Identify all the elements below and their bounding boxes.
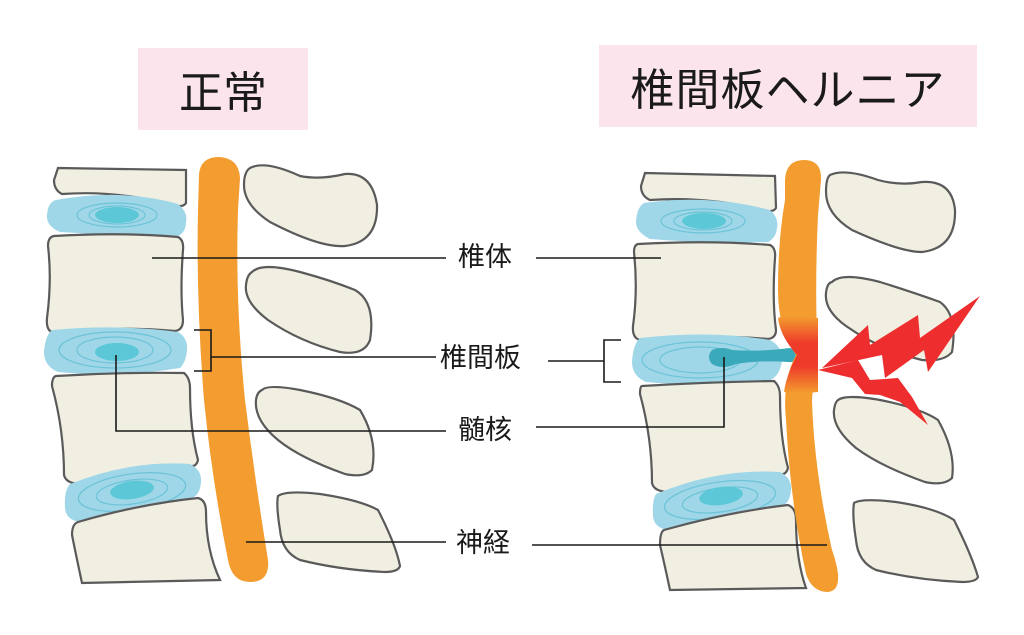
nucleus-normal-3 — [110, 480, 154, 500]
nucleus-normal-2 — [95, 343, 139, 361]
leader-disc-left — [194, 329, 212, 372]
posterior-bone-normal-1 — [242, 164, 379, 248]
nerve-normal — [197, 157, 269, 582]
posterior-bone-hernia-3 — [832, 395, 954, 485]
leader-disc-right — [603, 339, 621, 383]
title-normal: 正常 — [138, 48, 308, 130]
disc-normal-2 — [44, 327, 188, 375]
disc-hernia-1 — [636, 199, 778, 243]
disc-hernia-2 — [632, 334, 798, 385]
leader-nucleus-left — [115, 355, 446, 432]
nucleus-normal-1 — [95, 207, 139, 223]
label-nucleus-pulposus: 髄核 — [458, 415, 512, 447]
herniated-nucleus — [709, 348, 798, 367]
posterior-bone-hernia-1 — [824, 171, 957, 254]
vertebra-normal-bottom — [70, 496, 222, 585]
vertebra-hernia-2 — [631, 241, 778, 342]
title-normal-text: 正常 — [179, 68, 267, 119]
nerve-compression — [778, 316, 818, 393]
title-hernia: 椎間板ヘルニア — [599, 45, 977, 127]
nucleus-hernia-1 — [682, 213, 726, 229]
nucleus-hernia-3 — [699, 486, 743, 506]
label-intervertebral-disc: 椎間板 — [440, 343, 521, 375]
hernia-spine — [631, 160, 980, 592]
posterior-bone-hernia-4 — [852, 499, 980, 584]
label-nerve: 神経 — [456, 528, 510, 560]
disc-normal-3 — [64, 463, 202, 522]
normal-spine — [44, 157, 402, 585]
leader-nucleus-right — [536, 357, 725, 428]
posterior-bone-normal-2 — [244, 265, 373, 354]
posterior-bone-normal-4 — [276, 491, 402, 574]
title-hernia-text: 椎間板ヘルニア — [630, 65, 946, 116]
label-vertebral-body: 椎体 — [458, 242, 512, 274]
vertebra-normal-2 — [45, 233, 185, 334]
disc-normal-1 — [46, 194, 187, 236]
leader-lines — [115, 257, 827, 546]
disc-hernia-3 — [652, 471, 792, 530]
pain-bolt-lower-icon — [818, 360, 928, 425]
pain-bolt-upper-icon — [822, 296, 980, 378]
